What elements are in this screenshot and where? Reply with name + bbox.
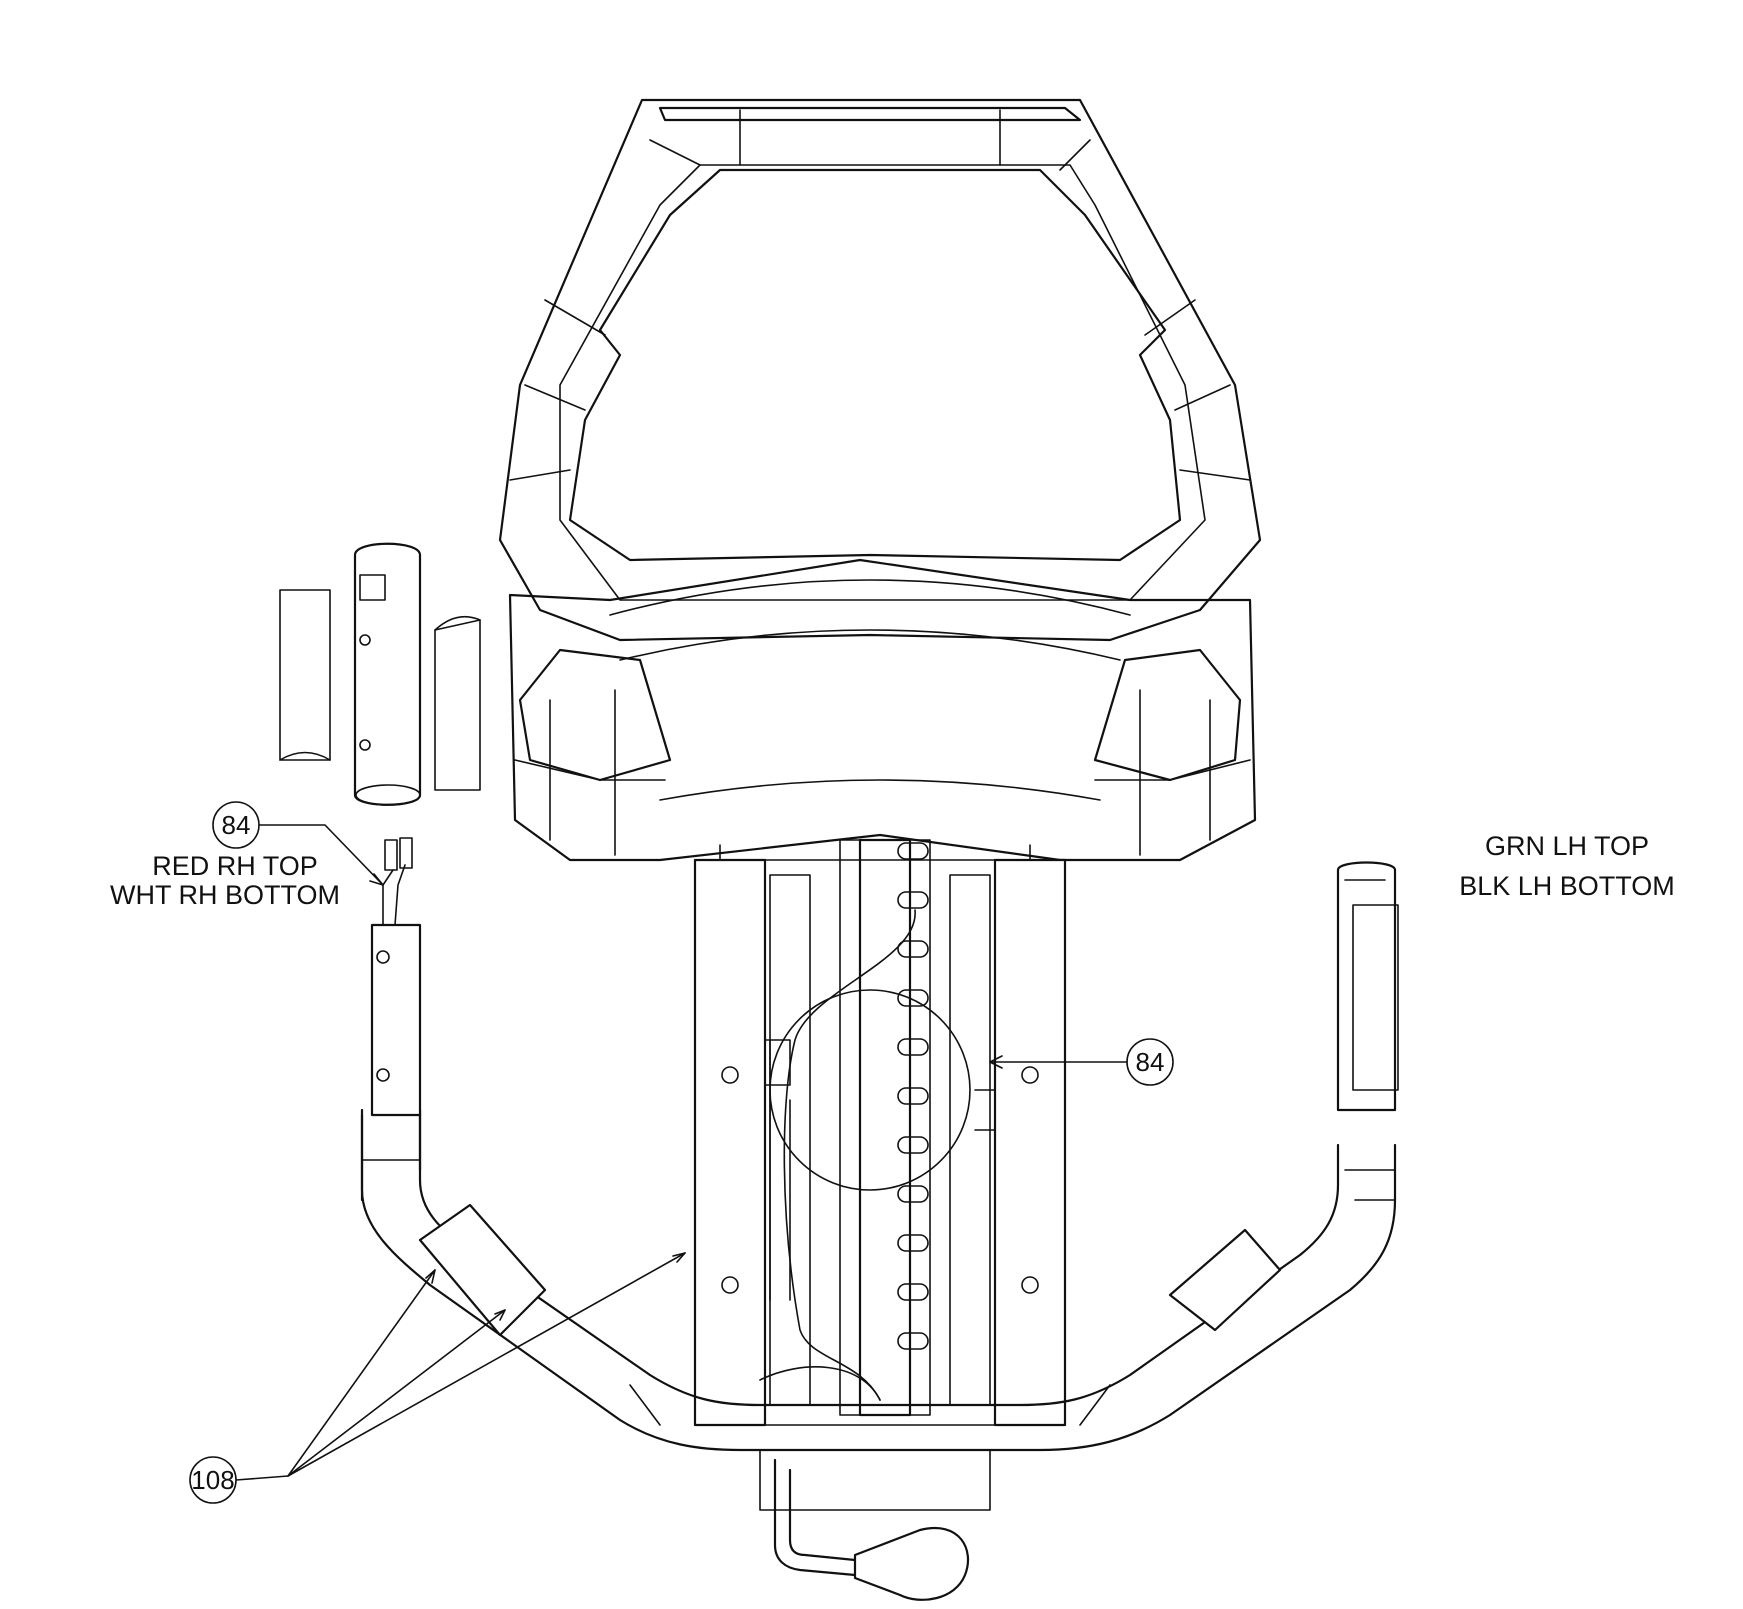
sensor-detail-circle xyxy=(769,989,971,1191)
callout-84-sensor: 84 xyxy=(989,1038,1174,1086)
seat-backrest xyxy=(498,98,1262,642)
seat-adjust-lever xyxy=(759,1449,991,1601)
callout-108-grip-label: 108 xyxy=(191,1465,234,1495)
right-hand-grip-post xyxy=(370,837,422,1117)
callout-84-sensor-label: 84 xyxy=(1136,1047,1165,1077)
note-lh-bottom: BLK LH BOTTOM xyxy=(1459,871,1675,901)
handlebar xyxy=(360,1108,1397,1452)
note-lh-top: GRN LH TOP xyxy=(1485,831,1649,861)
seat-cushion xyxy=(508,558,1257,862)
rail-slots xyxy=(897,842,929,1350)
left-hand-grip-sensor xyxy=(1336,861,1399,1112)
note-rh-bottom: WHT RH BOTTOM xyxy=(110,880,340,910)
exploded-grip-sensor xyxy=(279,542,481,806)
callout-84-wire-label: 84 xyxy=(222,810,251,840)
note-rh-top: RED RH TOP xyxy=(152,851,318,881)
callout-84-wire: 84 xyxy=(212,801,384,886)
seat-slide-rail xyxy=(693,838,1067,1427)
callout-108-grip: 108 xyxy=(189,1252,686,1504)
